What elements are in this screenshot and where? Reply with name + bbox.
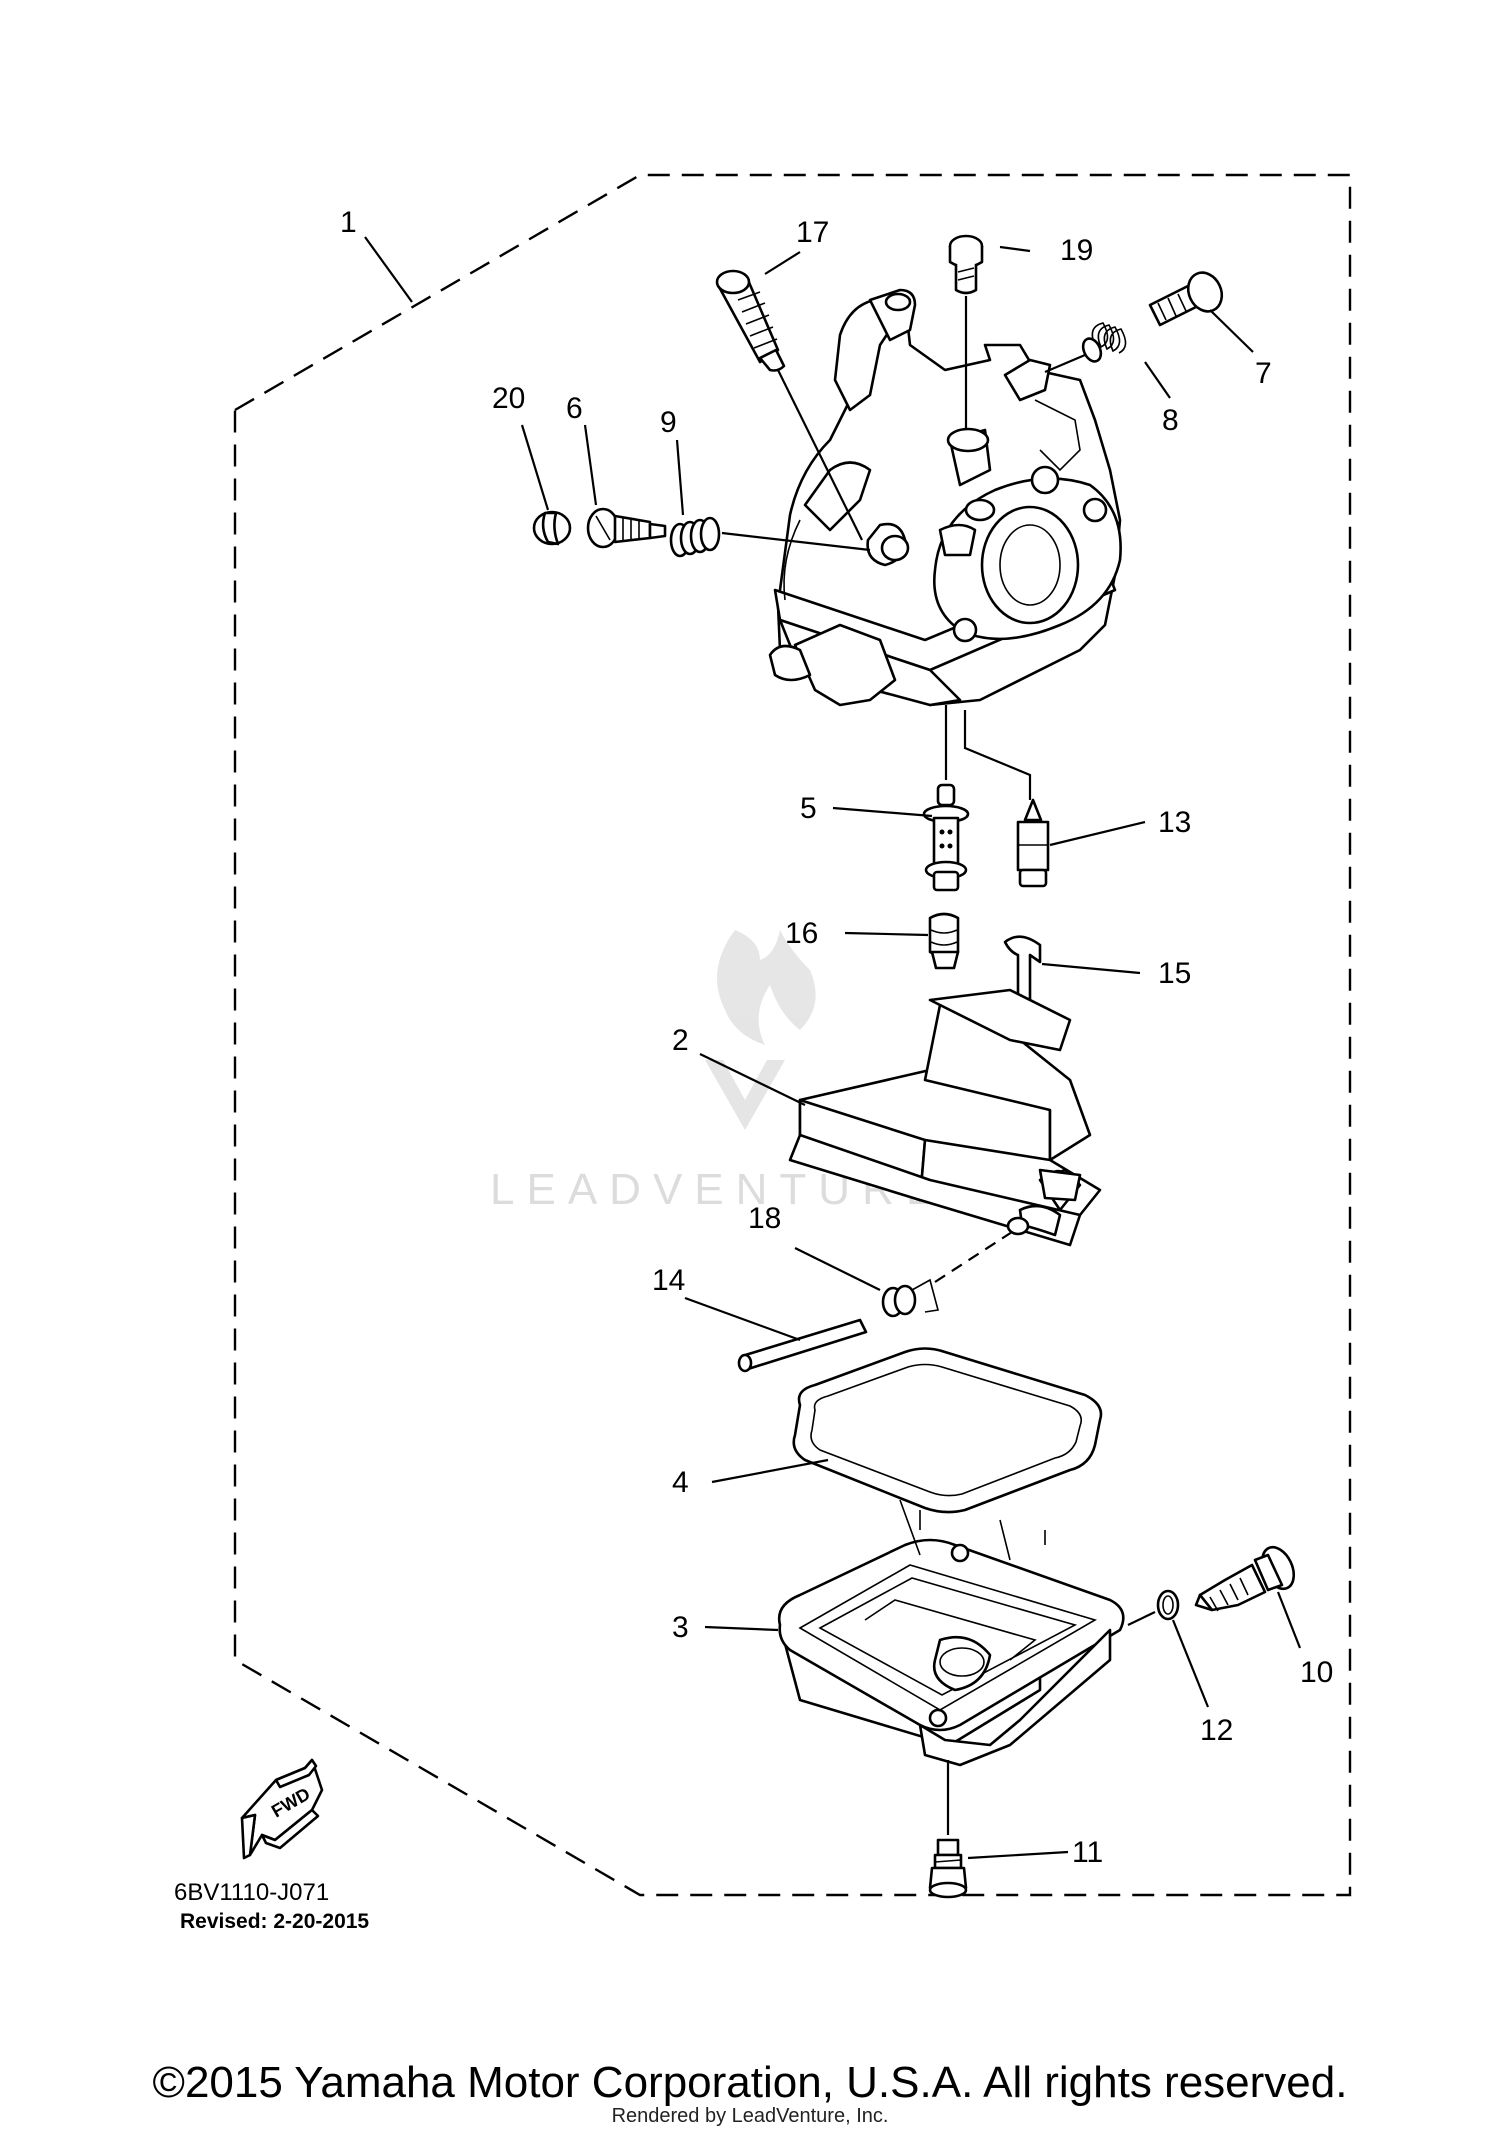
callout-19: 19 — [1060, 234, 1093, 267]
callout-12: 12 — [1200, 1714, 1233, 1747]
part-5-main-nozzle — [922, 783, 970, 892]
callout-10: 10 — [1300, 1656, 1333, 1689]
part-4-gasket — [792, 1347, 1103, 1514]
copyright-notice: ©2015 Yamaha Motor Corporation, U.S.A. A… — [152, 2058, 1348, 2107]
part-9-spring — [669, 516, 871, 558]
part-14-pin — [737, 1318, 868, 1373]
part-12-o-ring — [1127, 1589, 1180, 1626]
callout-18: 18 — [748, 1202, 781, 1235]
callout-11: 11 — [1072, 1836, 1103, 1869]
part-19-screw — [948, 234, 984, 430]
callout-4: 4 — [672, 1466, 689, 1499]
leader-lines — [364, 236, 1302, 1860]
callout-15: 15 — [1158, 957, 1191, 990]
assembly-boundary — [233, 173, 1352, 1897]
callout-labels: 1 2 3 4 5 6 7 8 9 10 11 12 13 14 15 16 1… — [340, 206, 1333, 1869]
revised-date: Revised: 2-20-2015 — [180, 1910, 369, 1933]
callout-17: 17 — [796, 216, 829, 249]
callout-13: 13 — [1158, 806, 1191, 839]
part-7-screw — [1148, 271, 1224, 327]
callout-8: 8 — [1162, 404, 1179, 437]
callout-9: 9 — [660, 406, 677, 439]
part-18-pivot-spring — [881, 1231, 1013, 1318]
fwd-arrow-icon: FWD — [240, 1758, 324, 1860]
part-6-throttle-stop-screw — [586, 507, 667, 549]
callout-2: 2 — [672, 1024, 689, 1057]
watermark-v-icon — [705, 1060, 785, 1130]
part-2-float — [788, 988, 1102, 1247]
part-17-pilot-screw — [715, 269, 863, 541]
callout-3: 3 — [672, 1611, 689, 1644]
callout-16: 16 — [785, 917, 818, 950]
callout-14: 14 — [652, 1264, 685, 1297]
part-10-screw — [1194, 1545, 1296, 1612]
callout-1: 1 — [340, 206, 357, 239]
rendered-by-credit: Rendered by LeadVenture, Inc. — [611, 2105, 889, 2127]
part-3-float-chamber — [777, 1499, 1125, 1767]
callout-20: 20 — [492, 382, 525, 415]
callout-6: 6 — [566, 392, 583, 425]
callout-5: 5 — [800, 792, 817, 825]
carburetor-body — [768, 288, 1122, 707]
part-16-main-jet — [928, 912, 960, 970]
part-11-drain-screw — [928, 1838, 968, 1899]
part-13-needle-valve — [1016, 798, 1050, 888]
callout-7: 7 — [1255, 357, 1272, 390]
part-20-plug — [532, 510, 572, 546]
diagram-code: 6BV1110-J071 — [174, 1879, 329, 1906]
watermark-flame-icon — [717, 930, 816, 1045]
part-8-spring — [1044, 322, 1127, 374]
